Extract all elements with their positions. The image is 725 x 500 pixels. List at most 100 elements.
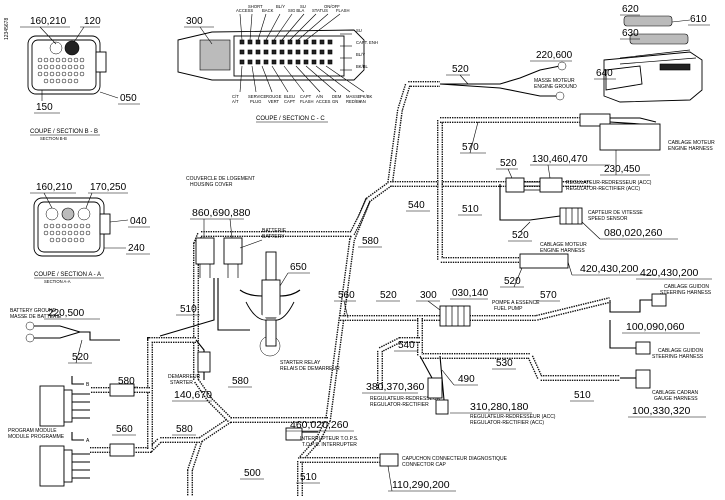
label-diag-fr: CAPUCHON CONNECTEUR DIAGNOSTIQUE bbox=[402, 456, 508, 462]
starter-relay bbox=[239, 251, 301, 357]
label-regulator-en: REGULATOR-RECTIFIER (ACC) bbox=[566, 186, 640, 192]
label-reg2-fr: REGULATEUR-REDRESSEUR bbox=[370, 396, 441, 402]
label-ground-engine-en: ENGINE GROUND bbox=[534, 84, 577, 90]
pin-label-top-1: SHORT bbox=[248, 4, 263, 9]
pin-label-bot-3: PLUG bbox=[250, 99, 261, 104]
label-starter-en: STARTER bbox=[170, 380, 193, 386]
label-520-speed: 520 bbox=[512, 230, 529, 241]
label-steering2-en: STEERING HARNESS bbox=[652, 354, 704, 360]
label-220-600-top: 220,600 bbox=[536, 50, 573, 61]
label-fuel-pump-en: FUEL PUMP bbox=[494, 306, 523, 312]
pin-label-bot-17: AN bbox=[360, 99, 366, 104]
label-steering-fr: CABLAGE GUIDON bbox=[664, 284, 709, 290]
label-560: 560 bbox=[338, 290, 355, 301]
pin-label-bot-2: SERVICE bbox=[248, 94, 267, 99]
label-050: 050 bbox=[120, 93, 137, 104]
caption-section-aa: COUPE / SECTION A - A bbox=[34, 272, 101, 278]
caption-section-aa-sub: SECTION A-A bbox=[44, 279, 71, 284]
label-860-690-880: 860,690,880 bbox=[192, 207, 251, 219]
label-160-210-mid: 160,210 bbox=[36, 182, 73, 193]
caption-section-bb: COUPE / SECTION B - B bbox=[30, 129, 98, 135]
label-520-fuel: 520 bbox=[380, 290, 397, 301]
label-510-bottom: 510 bbox=[300, 472, 317, 483]
label-starter-fr: DEMARREUR bbox=[168, 374, 201, 380]
label-570-steer: 570 bbox=[540, 290, 557, 301]
label-starter-relay-fr: RELAIS DE DEMARREUR bbox=[280, 366, 340, 372]
pin-label-bot-1: A/T bbox=[232, 99, 239, 104]
label-gauge-fr: CABLAGE CADRAN bbox=[652, 390, 699, 396]
label-battery-fr: BATTERIE bbox=[262, 228, 287, 234]
pin-label-side-0: SU bbox=[356, 28, 362, 33]
arrow-label-a: A bbox=[86, 438, 90, 444]
label-520-reg: 520 bbox=[500, 158, 517, 169]
pin-label-top-7: ON/OFF bbox=[324, 4, 340, 9]
label-regulator-fr: REGULATEUR-REDRESSEUR (ACC) bbox=[566, 180, 652, 186]
label-530: 530 bbox=[496, 358, 513, 369]
pin-label-bot-10: A/N bbox=[316, 94, 323, 99]
label-510-start: 510 bbox=[180, 304, 197, 315]
caption-section-cc: COUPE / SECTION C - C bbox=[256, 116, 325, 122]
label-150: 150 bbox=[36, 102, 53, 113]
label-630: 630 bbox=[622, 28, 639, 39]
pin-label-bot-15: RED/BK bbox=[346, 99, 362, 104]
label-520-bat: 520 bbox=[72, 352, 89, 363]
label-120: 120 bbox=[84, 16, 101, 27]
label-diag-en: CONNECTOR CAP bbox=[402, 462, 446, 468]
label-110-290-200: 110,290,200 bbox=[392, 479, 450, 491]
label-580-mid: 580 bbox=[362, 236, 379, 247]
label-580-relay: 580 bbox=[232, 376, 249, 387]
program-module bbox=[39, 385, 90, 487]
pin-label-bot-7: CAPT bbox=[284, 99, 296, 104]
connector-section-aa bbox=[33, 197, 111, 257]
label-battery-cover-fr: COUVERCLE DE LOGEMENT bbox=[186, 176, 255, 182]
label-570-top: 570 bbox=[462, 142, 479, 153]
label-140-670: 140,670 bbox=[174, 389, 212, 401]
label-310-280-180: 310,280,180 bbox=[470, 401, 529, 413]
label-100-330-320: 100,330,320 bbox=[632, 405, 691, 417]
pin-label-side-2: BL/Y bbox=[356, 52, 365, 57]
pin-label-bot-0: C/T bbox=[232, 94, 239, 99]
label-420-430-200-b: 420,430,200 bbox=[640, 267, 699, 279]
pin-label-top-2: BACK bbox=[262, 8, 274, 13]
pin-label-bot-5: VERT bbox=[268, 99, 280, 104]
label-battery-ground-fr: MASSE DE BATTERIE bbox=[10, 314, 62, 320]
pin-label-top-3: BL/Y bbox=[276, 4, 285, 9]
connector-module-top-right bbox=[603, 15, 703, 103]
label-speed-fr: CAPTEUR DE VITESSE bbox=[588, 210, 643, 216]
label-tops-fr: INTERRUPTEUR T.O.P.S. bbox=[300, 436, 358, 442]
label-500: 500 bbox=[244, 468, 261, 479]
label-510-reg: 510 bbox=[462, 204, 479, 215]
label-560-left: 560 bbox=[116, 424, 133, 435]
pin-label-top-0: ACCESS bbox=[236, 8, 253, 13]
label-160-210-top: 160,210 bbox=[30, 16, 67, 27]
pin-label-bot-8: CAPT bbox=[300, 94, 312, 99]
label-300-fuel: 300 bbox=[420, 290, 437, 301]
label-650: 650 bbox=[290, 262, 307, 273]
label-speed-en: SPEED SENSOR bbox=[588, 216, 628, 222]
label-reg3-en: REGULATOR-RECTIFIER (ACC) bbox=[470, 420, 544, 426]
connector-section-cc bbox=[177, 13, 365, 93]
pin-label-bot-9: FLASH bbox=[300, 99, 314, 104]
label-cable-engine2-fr: CABLAGE MOTEUR bbox=[540, 242, 587, 248]
label-460-020-260: 460,020,260 bbox=[290, 419, 349, 431]
pin-label-bot-12: DEM bbox=[332, 94, 342, 99]
label-program-fr: PROGRAM MODULE bbox=[8, 428, 57, 434]
label-220-500: 220,500 bbox=[48, 308, 85, 319]
label-580-left: 580 bbox=[118, 376, 135, 387]
label-170-250: 170,250 bbox=[90, 182, 127, 193]
arrow-label-b: B bbox=[86, 382, 90, 388]
side-code: 12345678 bbox=[4, 18, 10, 40]
pin-label-bot-13: GN bbox=[332, 99, 338, 104]
label-580-bottom: 580 bbox=[176, 424, 193, 435]
caption-section-bb-sub: SECTION B-B bbox=[40, 136, 67, 141]
label-520-top: 520 bbox=[452, 64, 469, 75]
label-510-right: 510 bbox=[574, 390, 591, 401]
label-100-090-060: 100,090,060 bbox=[626, 321, 685, 333]
pin-label-side-3: BK/BL bbox=[356, 64, 369, 69]
label-reg3-fr: REGULATEUR-REDRESSEUR (ACC) bbox=[470, 414, 556, 420]
label-490: 490 bbox=[458, 374, 475, 385]
label-steering2-fr: CABLAGE GUIDON bbox=[658, 348, 703, 354]
label-cable-engine-fr: CABLAGE MOTEUR bbox=[668, 140, 715, 146]
pin-label-top-4: SIG BLA bbox=[288, 8, 304, 13]
label-program-en: MODULE PROGRAMME bbox=[8, 434, 65, 440]
